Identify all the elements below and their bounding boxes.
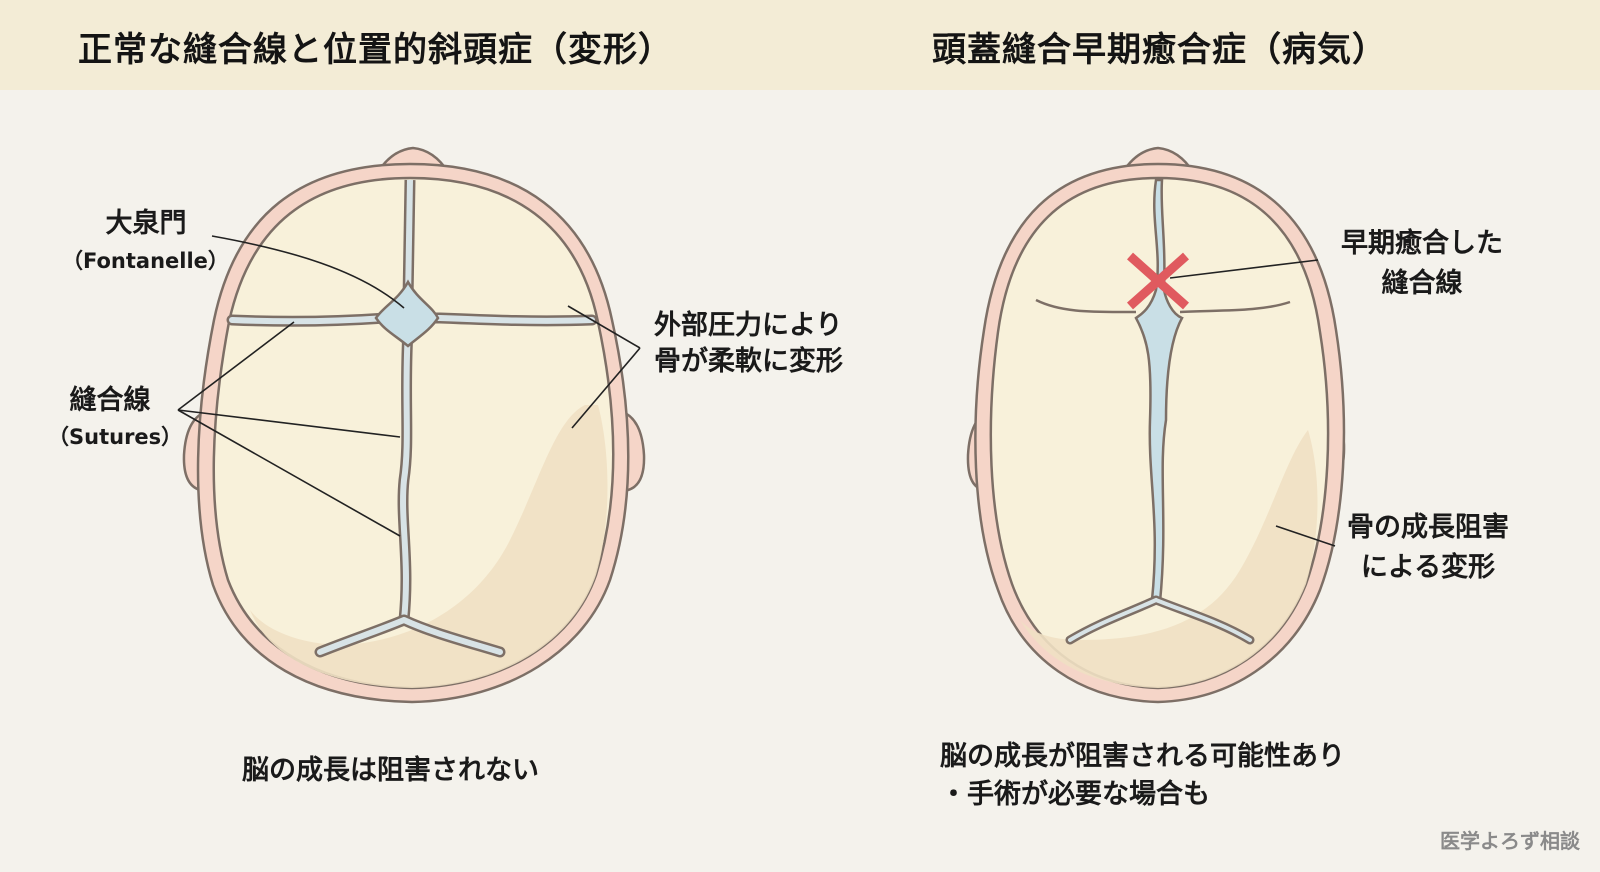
fused-suture-label-line1: 早期癒合した (1341, 228, 1503, 259)
right-leader-lines (1169, 259, 1336, 547)
growth-label-line1: 骨の成長阻害 (1347, 512, 1509, 543)
left-title: 正常な縫合線と位置的斜頭症（変形） (78, 30, 673, 70)
fused-suture-label-line2: 縫合線 (1381, 268, 1463, 299)
header-band: 正常な縫合線と位置的斜頭症（変形） 頭蓋縫合早期癒合症（病気） (0, 0, 1600, 90)
right-caption-line2: ・手術が必要な場合も (940, 779, 1210, 810)
right-skull (966, 146, 1346, 704)
fontanelle-label-jp: 大泉門 (105, 208, 187, 239)
pressure-label-line2: 骨が柔軟に変形 (654, 346, 843, 377)
left-caption: 脳の成長は阻害されない (242, 755, 539, 786)
left-skull (182, 146, 646, 704)
right-caption-line1: 脳の成長が阻害される可能性あり (940, 741, 1345, 772)
growth-label-line2: による変形 (1360, 552, 1496, 583)
sutures-label-jp: 縫合線 (69, 385, 151, 416)
pressure-label-line1: 外部圧力により (654, 310, 843, 341)
sutures-label-en: （Sutures） (48, 425, 183, 449)
left-leader-lines (177, 235, 641, 537)
right-title: 頭蓋縫合早期癒合症（病気） (932, 30, 1387, 70)
fontanelle-label-en: （Fontanelle） (62, 249, 229, 273)
watermark: 医学よろず相談 (1440, 829, 1580, 853)
x-mark-icon (1127, 252, 1189, 310)
fontanelle-shape (374, 279, 440, 348)
